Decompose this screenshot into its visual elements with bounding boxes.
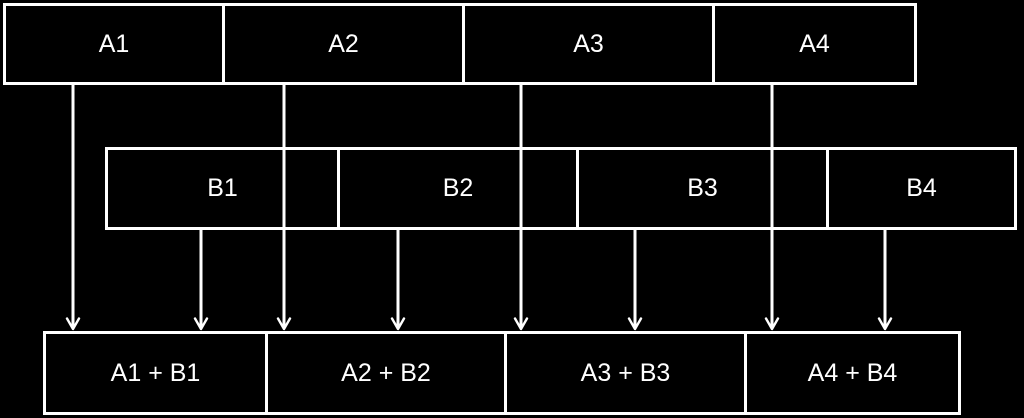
cell-a2: A2 xyxy=(222,6,462,82)
cell-sum-1: A1 + B1 xyxy=(110,358,201,387)
cell-a1: A1 xyxy=(98,29,130,58)
cell-b3: B3 xyxy=(576,150,826,227)
cell-sum-4: A4 + B4 xyxy=(744,334,958,412)
row-b: B1 B2 B3 B4 xyxy=(105,147,1017,230)
cell-b2: B2 xyxy=(337,150,576,227)
cell-sum-2: A2 + B2 xyxy=(265,334,504,412)
cell-a4: A4 xyxy=(712,6,914,82)
cell-b1: B1 xyxy=(207,174,238,202)
row-sum: A1 + B1 A2 + B2 A3 + B3 A4 + B4 xyxy=(43,331,961,415)
cell-b4: B4 xyxy=(826,150,1014,227)
cell-a3: A3 xyxy=(462,6,712,82)
cell-sum-3: A3 + B3 xyxy=(504,334,744,412)
row-a: A1 A2 A3 A4 xyxy=(3,3,917,85)
